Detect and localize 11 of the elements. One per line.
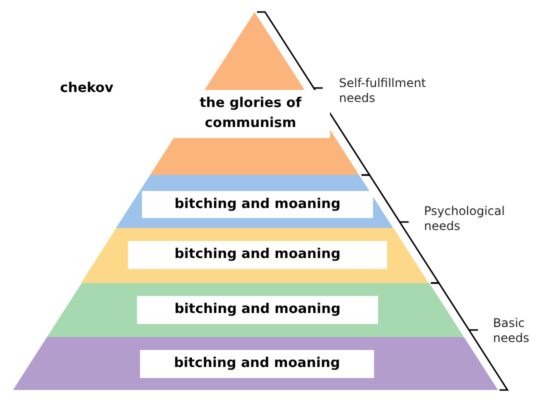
pyramid-layer (116, 175, 394, 228)
layer-label: bitching and moaning (140, 350, 374, 378)
layer-label: bitching and moaning (128, 241, 387, 269)
layer-label: bitching and moaning (142, 191, 373, 218)
pyramid-layer (46, 283, 464, 337)
bracket-label: Basic needs (493, 316, 530, 346)
bracket-label: Psychological needs (424, 204, 506, 234)
annotation-text: chekov (60, 80, 114, 97)
bracket-label: Self-fulfillment needs (339, 76, 428, 106)
layer-label: the glories of communism (170, 90, 330, 138)
layer-label: bitching and moaning (136, 296, 378, 324)
